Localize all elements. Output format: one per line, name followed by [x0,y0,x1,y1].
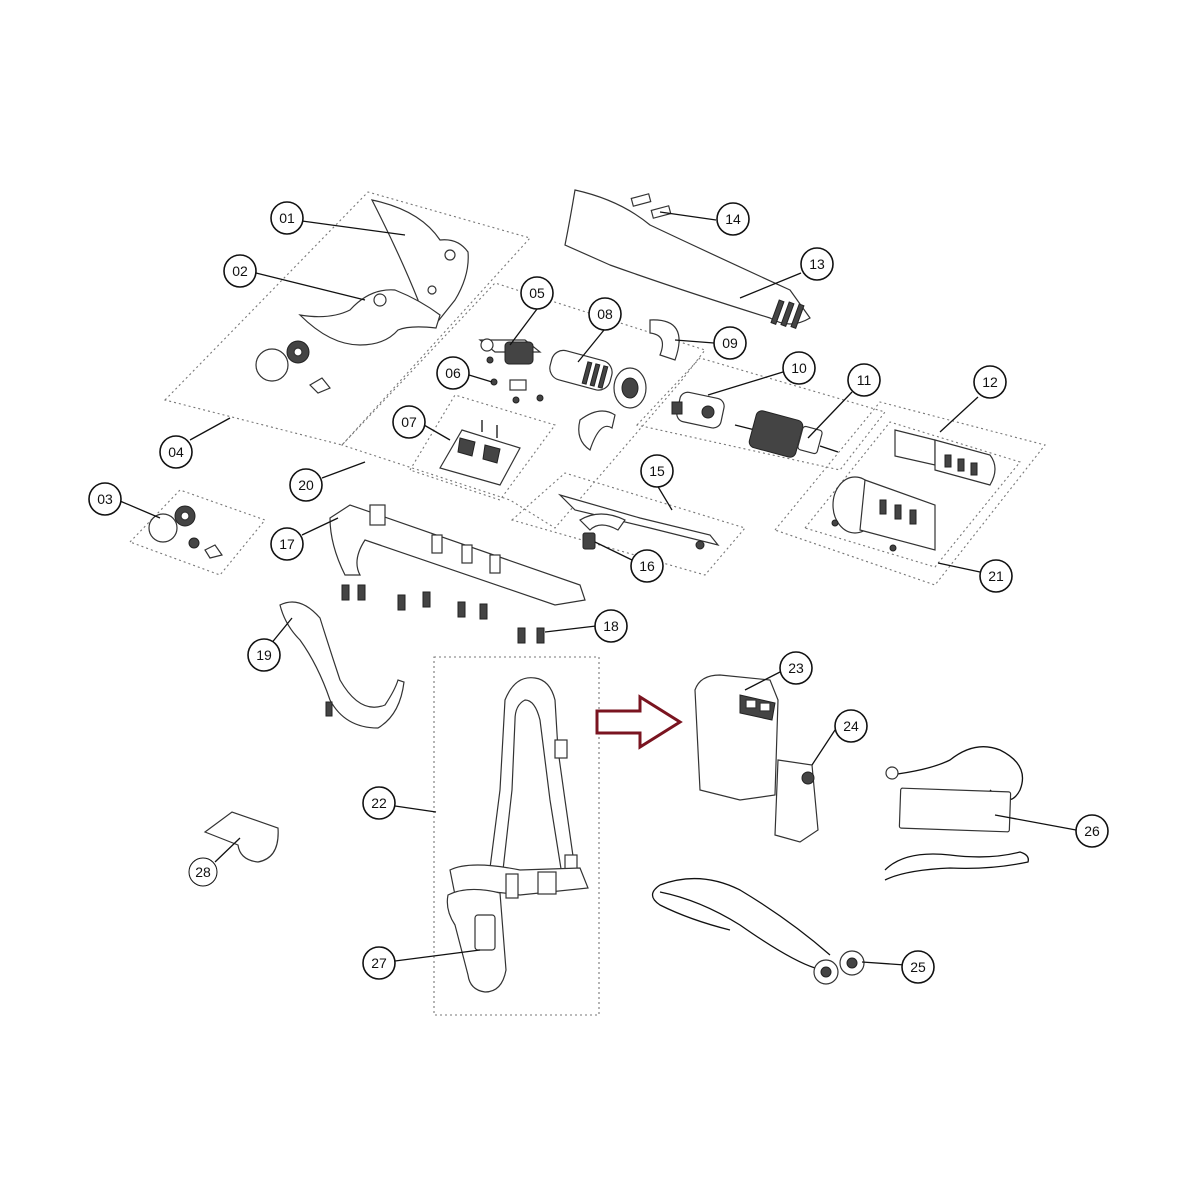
handle-housing-part [564,189,811,329]
spring-part [582,532,596,550]
callout-label: 14 [725,211,741,227]
callout-09: 09 [713,326,747,360]
callout-label: 08 [597,306,613,322]
group-box-20 [341,282,706,529]
callout-label: 15 [649,463,665,479]
callout-label: 11 [857,372,872,388]
callout-label: 16 [639,558,655,574]
callout-label: 03 [97,491,113,507]
counter-blade-part [298,289,441,346]
group-box-21 [774,401,1046,586]
group-box-21-inner [804,421,1021,568]
group-box-03 [129,489,266,576]
callout-20: 20 [289,468,323,502]
callout-label: 13 [809,256,825,272]
callout-label: 20 [298,477,314,493]
callout-06: 06 [436,356,470,390]
callout-label: 01 [279,210,295,226]
callout-02: 02 [223,254,257,288]
callout-label: 23 [788,660,804,676]
gear-knob-set-part [148,505,223,559]
callout-24: 24 [834,709,868,743]
screws-part [630,193,672,219]
pouch-part [203,811,279,863]
bracket-part [439,420,521,486]
callout-13: 13 [800,247,834,281]
callout-01: 01 [270,201,304,235]
callout-label: 24 [843,718,859,734]
shaft-part [478,338,542,365]
callout-23: 23 [779,651,813,685]
motor-armature-part [734,410,839,458]
callout-label: 19 [256,647,272,663]
callout-22: 22 [362,786,396,820]
callout-27: 27 [362,946,396,980]
callout-label: 28 [195,864,211,880]
callout-19: 19 [247,638,281,672]
callout-12: 12 [973,365,1007,399]
group-box-22 [433,656,600,1016]
callout-15: 15 [640,454,674,488]
motor-housing-lower-part [831,476,936,552]
callout-label: 05 [529,285,545,301]
callout-03: 03 [88,482,122,516]
belt-part [449,864,589,899]
motor-housing-part [894,429,996,486]
callout-08: 08 [588,297,622,331]
half-ring-part [649,319,680,361]
battery-part [694,674,779,801]
callout-04: 04 [159,435,193,469]
group-box-07 [409,394,556,501]
callout-11: 11 [847,363,881,397]
charger-part [884,746,1029,881]
callout-17: 17 [270,527,304,561]
cable-part [651,877,865,985]
screw-row-part [341,584,545,644]
callout-07: 07 [392,405,426,439]
callout-25: 25 [901,950,935,984]
callout-label: 06 [445,365,461,381]
callout-label: 10 [791,360,807,376]
group-box-10-11 [635,357,886,471]
blade-part [370,199,469,326]
screw-shaft-part [549,349,647,409]
half-ring-lower-part [578,410,616,451]
holster-part [446,888,507,993]
callout-05: 05 [520,276,554,310]
callout-16: 16 [630,549,664,583]
callout-label: 27 [371,955,387,971]
callout-28: 28 [188,857,218,887]
motor-cap-part [671,391,725,429]
callout-label: 21 [988,568,1004,584]
shoulder-strap-part [489,677,578,876]
callout-label: 09 [722,335,738,351]
callout-18: 18 [594,609,628,643]
callout-21: 21 [979,559,1013,593]
group-box-15 [510,472,746,576]
direction-arrow [595,694,683,750]
callout-26: 26 [1075,814,1109,848]
hook-guard-part [279,601,405,729]
callout-14: 14 [716,202,750,236]
callout-label: 17 [279,536,295,552]
callout-10: 10 [782,351,816,385]
trigger-lever-part [557,493,720,550]
callout-label: 18 [603,618,619,634]
chassis-rail-part [329,504,586,606]
callout-label: 25 [910,959,926,975]
callout-label: 26 [1084,823,1100,839]
pin-set-part [490,378,544,404]
gear-knob-part [255,340,331,394]
callout-label: 07 [401,414,417,430]
callout-label: 04 [168,444,184,460]
callout-label: 02 [232,263,248,279]
battery-module-part [774,759,819,843]
callout-label: 22 [371,795,387,811]
callout-label: 12 [982,374,998,390]
